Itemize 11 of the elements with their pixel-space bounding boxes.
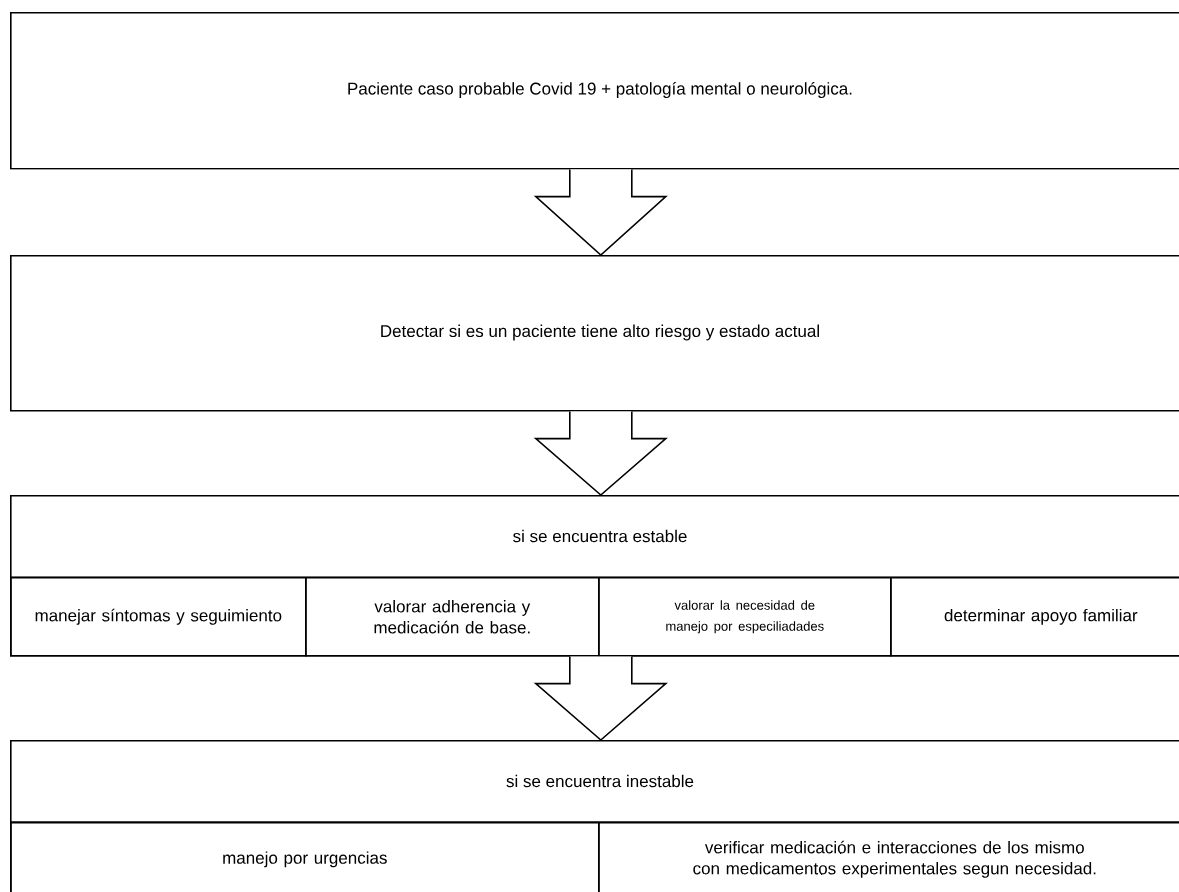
block-arrow xyxy=(533,168,668,257)
process-box: Detectar si es un paciente tiene alto riesgo y estado actual xyxy=(10,255,1179,412)
block-arrow xyxy=(533,655,668,742)
table-cell: determinar apoyo familiar xyxy=(890,577,1179,657)
table-cell: verificar medicación e interacciones de los mismo con medicamentos experimentales segun necesidad. xyxy=(598,822,1179,892)
table-cell: manejar síntomas y seguimiento xyxy=(10,577,307,657)
block-arrow xyxy=(533,410,668,497)
table-cell: valorar la necesidad de manejo por especiliadades xyxy=(598,577,892,657)
table-cell: manejo por urgencias xyxy=(10,822,600,892)
process-box: Paciente caso probable Covid 19 + patología mental o neurológica. xyxy=(10,12,1179,170)
table-cell: valorar adherencia y medicación de base. xyxy=(305,577,600,657)
